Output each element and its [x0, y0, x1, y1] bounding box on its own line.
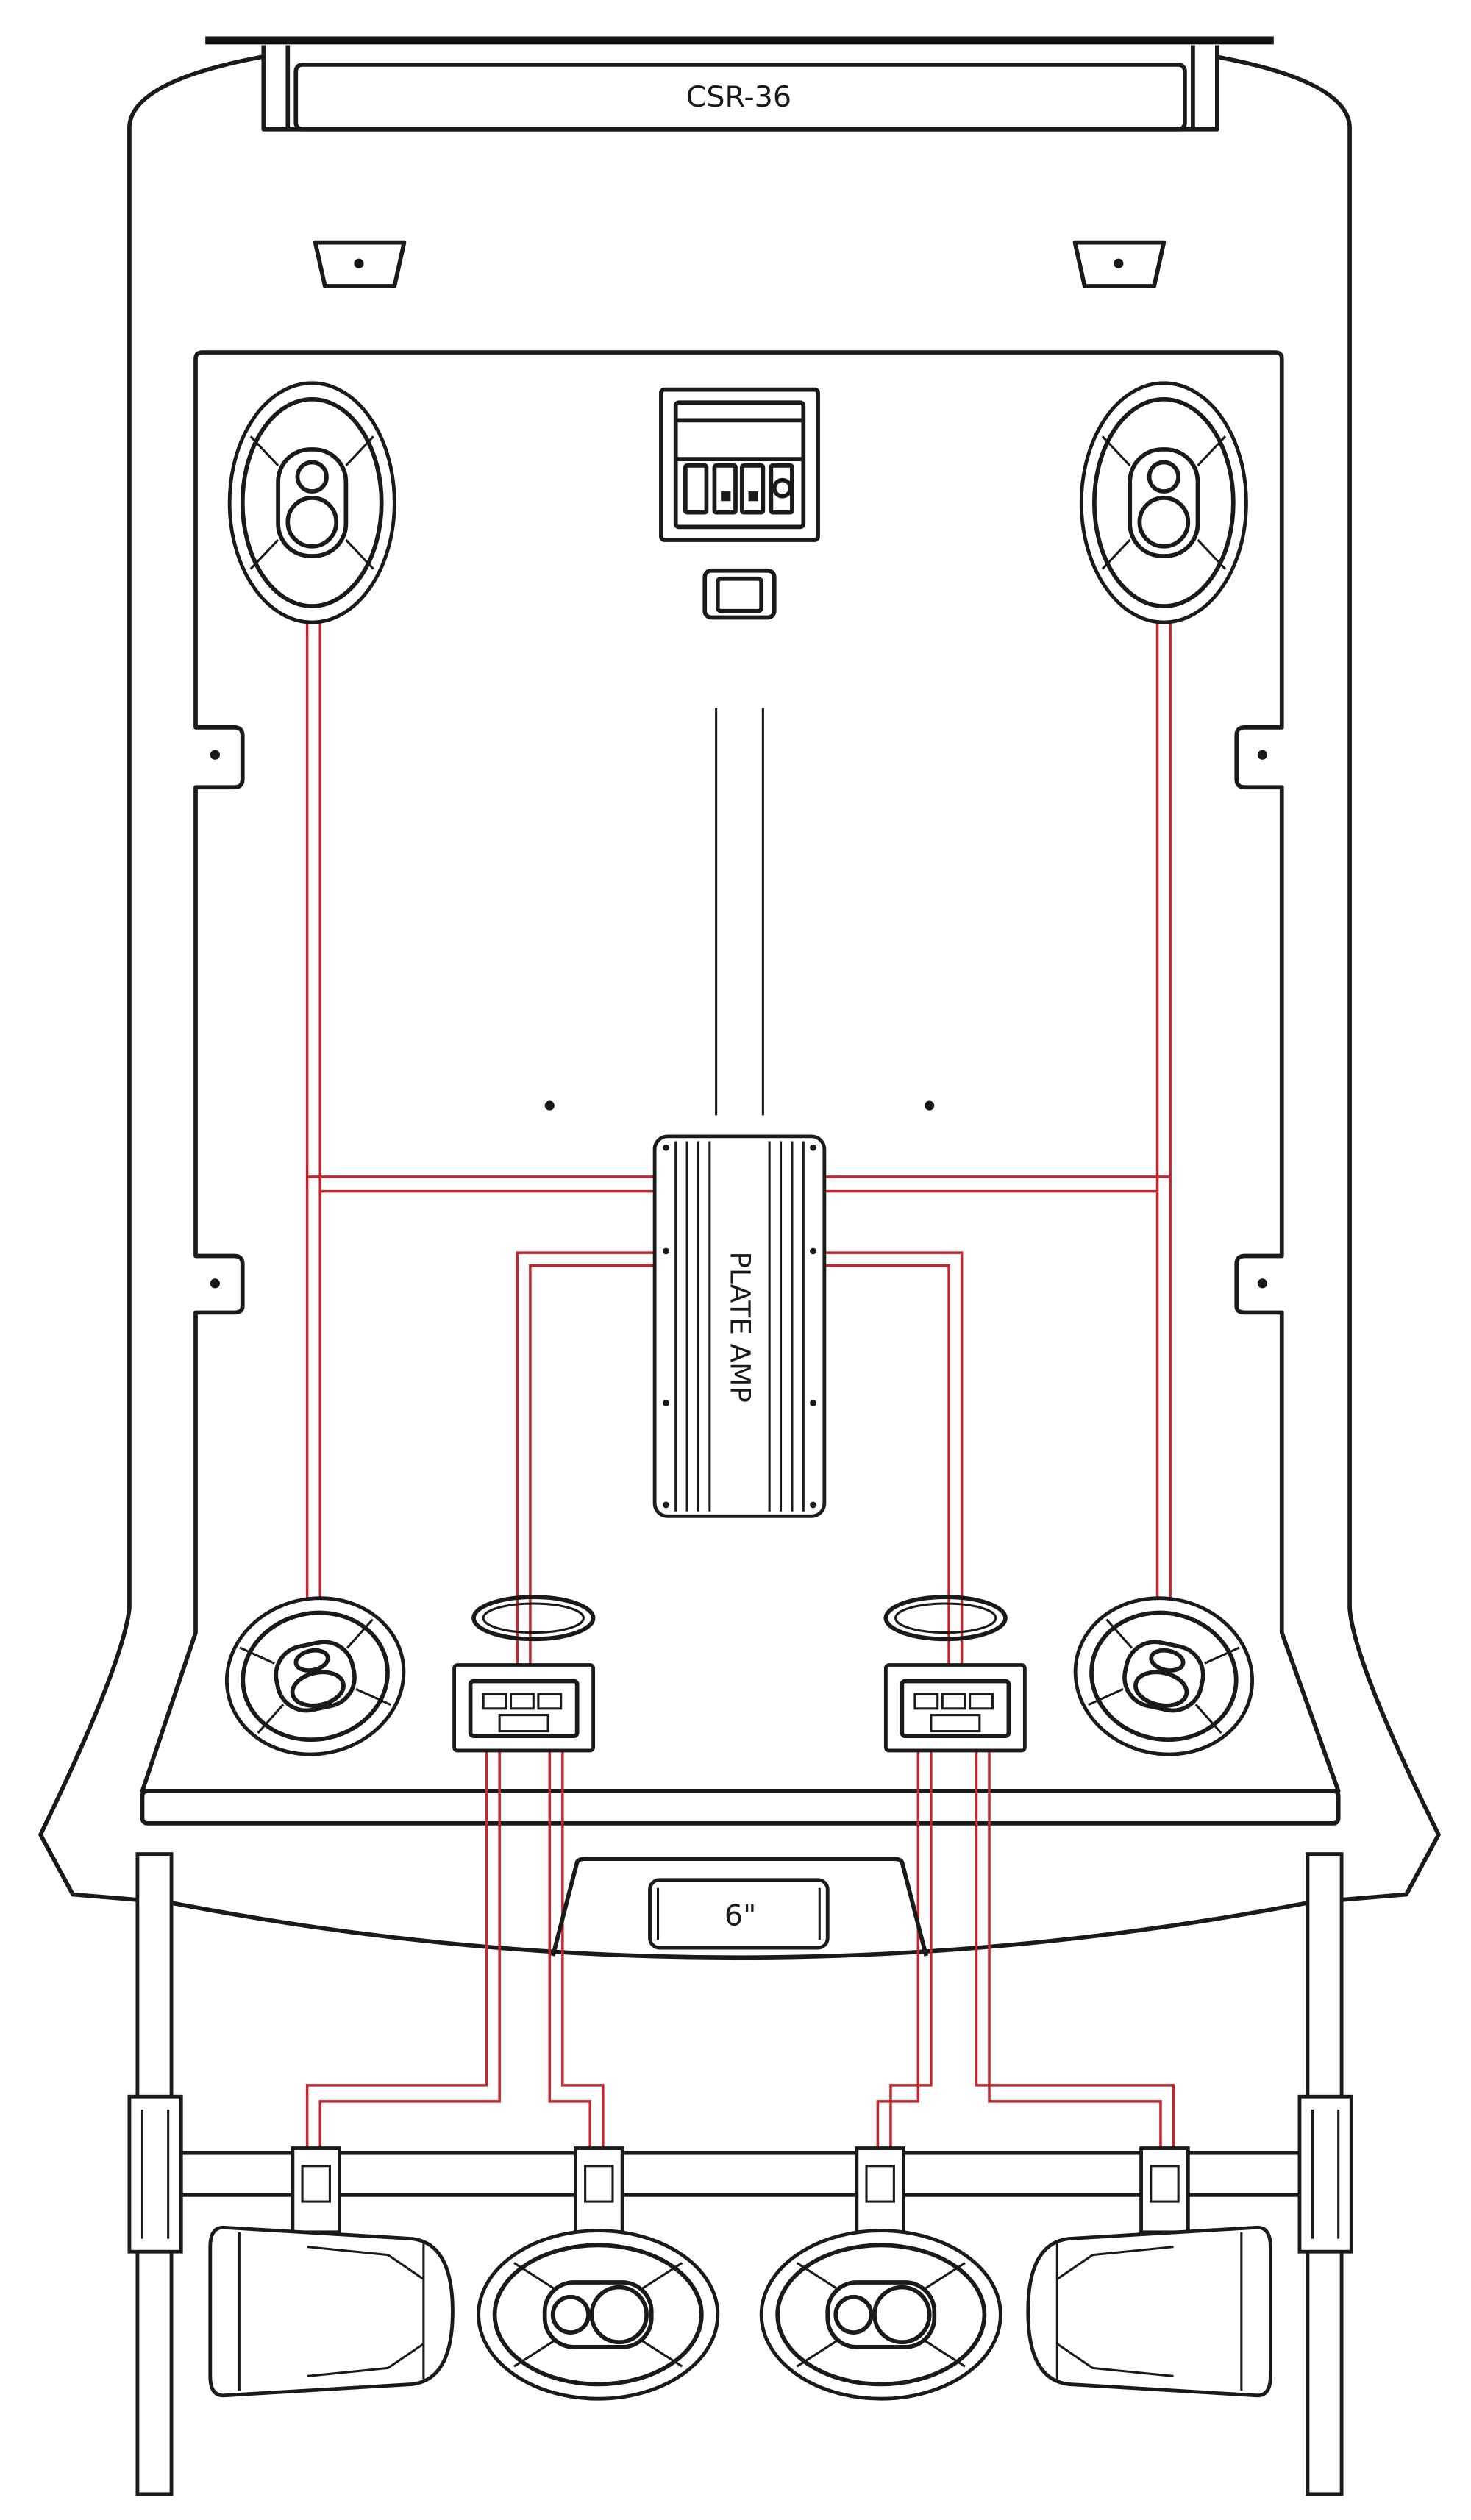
rocker-switch[interactable]	[712, 463, 738, 515]
rocker-switch[interactable]	[739, 463, 766, 515]
tower-crossbar	[176, 2151, 1306, 2197]
speaker-front-right	[1079, 381, 1248, 624]
sub-housing	[550, 1857, 929, 1957]
tower-speaker-oval-left	[477, 2229, 720, 2401]
sub-label: 6"	[724, 1898, 756, 1932]
tower-speaker-cylinder-right	[1026, 2225, 1272, 2398]
tower-speaker-cylinder-left	[208, 2225, 455, 2398]
mount-clip	[313, 240, 407, 288]
subwoofer-6in: 6"	[648, 1878, 830, 1950]
speaker-wires	[305, 622, 1175, 2149]
crossover-right	[883, 1663, 1027, 1753]
tower-mounts	[291, 2146, 1190, 2235]
speaker-rear-right	[1073, 1596, 1255, 1756]
vehicle-body-outline	[38, 54, 1441, 1960]
mount-clip	[1072, 240, 1167, 288]
light-bar-label: CSR-36	[686, 80, 791, 114]
crossover-left	[452, 1663, 596, 1753]
speaker-front-left	[227, 381, 396, 624]
panel-edge	[140, 1789, 1341, 1826]
tower-speaker-oval-right	[759, 2229, 1002, 2401]
plate-amp: PLATE AMP	[652, 1134, 827, 1518]
tower-clamp	[1297, 2094, 1353, 2254]
rocker-switch[interactable]	[683, 463, 709, 515]
speaker-rear-left	[224, 1596, 406, 1756]
switch-panel	[659, 387, 820, 620]
amp-label: PLATE AMP	[724, 1252, 756, 1403]
light-bar: CSR-36	[261, 45, 1219, 132]
tower-clamp	[127, 2094, 183, 2254]
